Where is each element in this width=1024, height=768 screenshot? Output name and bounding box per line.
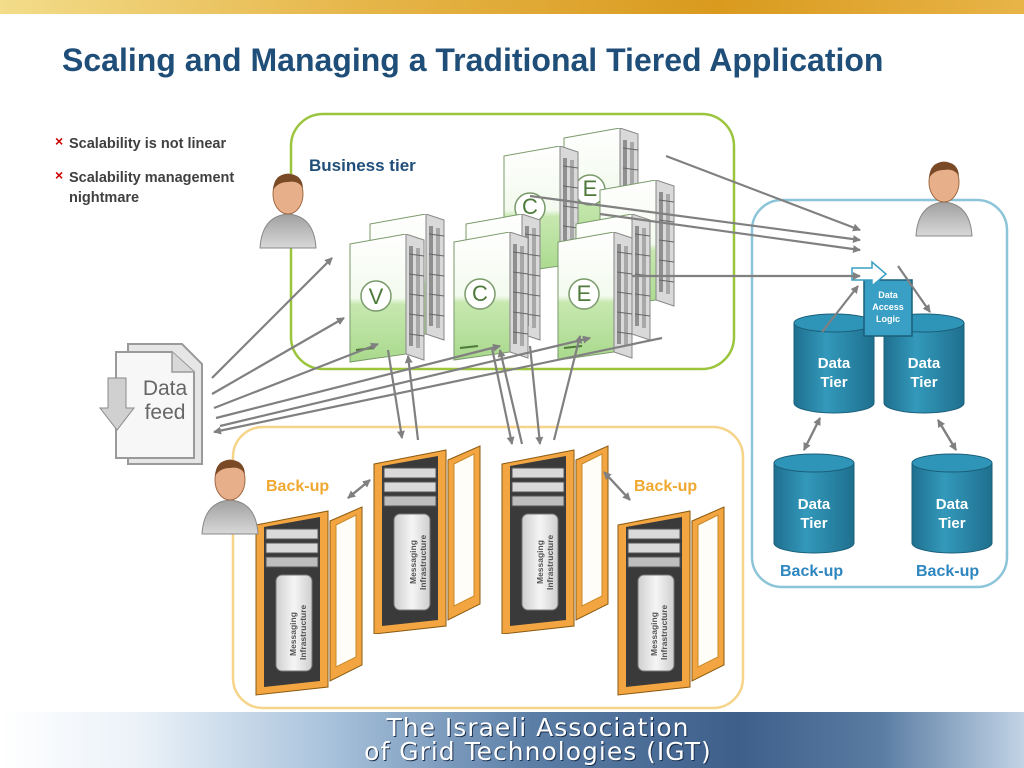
svg-text:Messaging: Messaging (649, 612, 659, 656)
bullet-text: Scalability management nightmare (69, 170, 235, 206)
messaging-rack (617, 506, 725, 696)
svg-text:Data: Data (818, 355, 851, 372)
svg-text:Messaging: Messaging (535, 540, 545, 584)
footer-organization-name: The Israeli Association of Grid Technolo… (288, 713, 788, 766)
svg-text:Data: Data (798, 496, 831, 513)
data-tier-label: Data Tier Data Tier Data Tier Data Tier (798, 355, 969, 532)
server-blade (453, 232, 529, 361)
server-letter-c: C (472, 281, 488, 306)
svg-text:Infrastructure: Infrastructure (545, 534, 555, 590)
svg-text:Data: Data (908, 355, 941, 372)
svg-text:Data: Data (878, 290, 899, 300)
messaging-label: Messaging Infrastructure Messaging Infra… (288, 534, 669, 660)
svg-text:Infrastructure: Infrastructure (418, 534, 428, 590)
svg-text:Logic: Logic (876, 314, 900, 324)
messaging-rack (255, 506, 363, 696)
server-blade (557, 232, 633, 361)
data-access-logic: Data Access Logic (851, 260, 913, 337)
messaging-rack (501, 445, 609, 634)
svg-text:Tier: Tier (910, 374, 937, 391)
data-feed-label: Data (143, 377, 188, 400)
svg-text:Infrastructure: Infrastructure (659, 604, 669, 660)
svg-text:Tier: Tier (800, 515, 827, 532)
user-person-icon (201, 459, 259, 535)
svg-text:Messaging: Messaging (408, 540, 418, 584)
backup-label: Back-up (780, 563, 844, 580)
red-x-icon: × (55, 167, 64, 183)
messaging-box (231, 425, 745, 710)
server-letter-v: V (369, 284, 384, 309)
backup-label: Back-up (634, 478, 698, 495)
backup-label: Back-up (916, 563, 980, 580)
svg-text:Access: Access (872, 302, 904, 312)
business-tier-label: Business tier (309, 156, 416, 175)
svg-text:Messaging: Messaging (288, 612, 298, 656)
svg-text:Data: Data (936, 496, 969, 513)
server-blade (349, 234, 425, 363)
data-feed-document: Data feed (98, 343, 203, 465)
slide-title: Scaling and Managing a Traditional Tiere… (62, 42, 884, 78)
backup-label: Back-up (266, 478, 330, 495)
top-gradient-bar (0, 0, 1024, 14)
server-letter-c: C (522, 194, 538, 219)
data-tier-box (750, 198, 1009, 589)
footer-line-2: of Grid Technologies (IGT) (364, 737, 712, 766)
bullet-list: × Scalability is not linear × Scalabilit… (55, 133, 270, 222)
bullet-item: × Scalability is not linear (55, 133, 270, 154)
footer-line-1: The Israeli Association (386, 713, 690, 742)
server-letter-e: E (583, 176, 598, 201)
bullet-text: Scalability is not linear (69, 136, 227, 152)
svg-text:Tier: Tier (820, 374, 847, 391)
footer-banner (0, 712, 1024, 768)
svg-text:Infrastructure: Infrastructure (298, 604, 308, 660)
red-x-icon: × (55, 133, 64, 149)
svg-text:Tier: Tier (938, 515, 965, 532)
data-feed-label: feed (145, 401, 186, 424)
user-person-icon (259, 173, 317, 249)
bullet-item: × Scalability management nightmare (55, 167, 270, 208)
connector-arrows (211, 154, 957, 501)
server-letter-e: E (577, 281, 592, 306)
